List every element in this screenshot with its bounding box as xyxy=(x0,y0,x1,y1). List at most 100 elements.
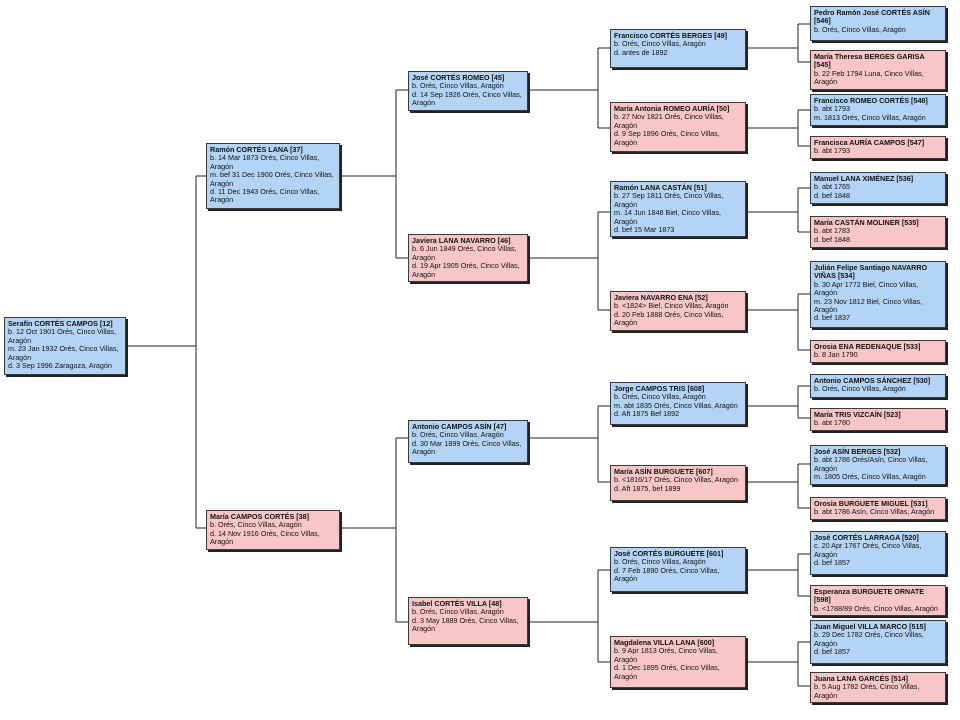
person-detail-line: d. 3 Sep 1996 Zaragoza, Aragón xyxy=(8,361,112,371)
person-detail-line: d. 11 Dec 1943 Orés, Cinco Villas, Aragó… xyxy=(210,187,320,205)
person-detail-line: d. bef 1848 xyxy=(814,190,850,200)
person-box[interactable]: Antonio CAMPOS ASÍN [47]b. Orés, Cinco V… xyxy=(408,420,528,463)
person-detail-line: b. abt 1786 Asín, Cinco Villas, Aragón xyxy=(814,507,935,517)
person-box[interactable]: Ramón LANA CASTÁN [51]b. 27 Sep 1811 Oré… xyxy=(610,181,746,238)
person-name: Orosia BURGUETE MIGUEL [531] xyxy=(814,499,928,508)
person-box[interactable]: Orosia BURGUETE MIGUEL [531]b. abt 1786 … xyxy=(810,497,946,520)
person-name: Julián Felipe Santiago NAVARRO VIÑAS [53… xyxy=(814,263,928,281)
person-name: Francisca AURÍA CAMPOS [547] xyxy=(814,138,925,147)
person-detail-line: d. 3 May 1889 Orés, Cinco Villas, Aragón xyxy=(412,615,519,634)
person-detail-line: b. 27 Sep 1811 Orés, Cinco Villas, Aragó… xyxy=(614,191,724,209)
person-detail-line: d. bef 1837 xyxy=(814,313,850,323)
person-box[interactable]: Francisca AURÍA CAMPOS [547]b. abt 1793 xyxy=(810,136,946,159)
person-detail-line: m. 23 Nov 1812 Biel, Cinco Villas, Aragó… xyxy=(814,296,923,315)
person-detail-line: b. 5 Aug 1782 Orés, Cinco Villas, Aragón xyxy=(814,682,920,700)
person-name: Ramón LANA CASTÁN [51] xyxy=(614,183,707,192)
person-name: José CORTÉS ROMEO [45] xyxy=(412,73,505,82)
person-detail-line: d. Aft 1875, bef 1899 xyxy=(614,483,681,493)
person-name: Ramón CORTÉS LANA [37] xyxy=(210,145,303,154)
person-name: María ASÍN BURGUETE [607] xyxy=(614,467,713,476)
person-detail-line: b. 9 Apr 1813 Orés, Cinco Villas, Aragón xyxy=(614,646,718,664)
person-detail-line: d. antes de 1892 xyxy=(614,47,668,57)
person-box[interactable]: Serafín CORTÉS CAMPOS [12]b. 12 Oct 1901… xyxy=(4,317,126,375)
person-name: Esperanza BURGUETE ORNATE [598] xyxy=(814,587,925,605)
person-box[interactable]: José CORTÉS ROMEO [45]b. Orés, Cinco Vil… xyxy=(408,71,528,111)
person-detail-line: b. Orés, Cinco Villas, Aragón xyxy=(614,39,706,49)
person-box[interactable]: María TRIS VIZCAÍN [523]b. abt 1780 xyxy=(810,408,946,431)
person-name: José CORTÉS BURGUETE [601] xyxy=(614,549,724,558)
person-box[interactable]: Isabel CORTÉS VILLA [48]b. Orés, Cinco V… xyxy=(408,597,528,645)
person-detail-line: b. Orés, Cinco Villas, Aragón xyxy=(210,520,302,530)
person-box[interactable]: José CORTÉS LARRAGA [520]c. 20 Apr 1767 … xyxy=(810,531,946,575)
person-detail-line: d. 14 Nov 1916 Orés, Cinco Villas, Aragó… xyxy=(210,528,320,547)
person-detail-line: b. 6 Jun 1849 Orés, Cinco Villas, Aragón xyxy=(412,244,517,262)
person-box[interactable]: Juan Miguel VILLA MARCO [515]b. 29 Dec 1… xyxy=(810,620,946,664)
person-name: Jorge CAMPOS TRIS [608] xyxy=(614,384,705,393)
person-detail-line: b. Orés, Cinco Villas, Aragón xyxy=(814,24,906,34)
person-box[interactable]: Francisco CORTÉS BERGES [49]b. Orés, Cin… xyxy=(610,29,746,68)
person-detail-line: b. abt 1783 xyxy=(814,226,850,236)
person-detail-line: b. 22 Feb 1794 Luna, Cinco Villas, Aragó… xyxy=(814,68,924,87)
person-name: Serafín CORTÉS CAMPOS [12] xyxy=(8,319,113,328)
person-box[interactable]: Javiera NAVARRO ENA [52]b. <1824> Biel, … xyxy=(610,291,746,331)
person-box[interactable]: María CAMPOS CORTÉS [38]b. Orés, Cinco V… xyxy=(206,510,340,550)
person-name: Manuel LANA XIMÉNEZ [536] xyxy=(814,174,914,183)
person-name: Antonio CAMPOS ASÍN [47] xyxy=(412,422,507,431)
person-detail-line: c. 20 Apr 1767 Orés, Cinco Villas, Aragó… xyxy=(814,541,922,559)
person-detail-line: b. 14 Mar 1873 Orés, Cinco Villas, Aragó… xyxy=(210,153,320,171)
person-name: María Theresa BERGES GARISA [545] xyxy=(814,52,925,70)
person-detail-line: d. Aft 1875 Bef 1892 xyxy=(614,409,680,419)
person-detail-line: b. <1824> Biel, Cinco Villas, Aragón xyxy=(614,301,729,311)
person-detail-line: d. 20 Feb 1888 Orés, Cinco Villas, Aragó… xyxy=(614,309,724,328)
person-detail-line: m. 1805 Orés, Cinco Villas, Aragón xyxy=(814,472,926,482)
person-box[interactable]: Julián Felipe Santiago NAVARRO VIÑAS [53… xyxy=(810,261,946,328)
person-detail-line: b. 29 Dec 1782 Orés, Cinco Villas, Aragó… xyxy=(814,630,924,648)
person-box[interactable]: José CORTÉS BURGUETE [601]b. Orés, Cinco… xyxy=(610,547,746,592)
person-detail-line: b. Orés, Cinco Villas, Aragón xyxy=(412,81,504,91)
person-name: Francisco CORTÉS BERGES [49] xyxy=(614,31,728,40)
person-box[interactable]: Ramón CORTÉS LANA [37]b. 14 Mar 1873 Oré… xyxy=(206,143,340,209)
person-box[interactable]: Pedro Ramón José CORTÉS ASÍN [546]b. Oré… xyxy=(810,6,946,41)
person-box[interactable]: Juana LANA GARCÉS [514]b. 5 Aug 1782 Oré… xyxy=(810,672,946,704)
person-name: José CORTÉS LARRAGA [520] xyxy=(814,533,919,542)
person-detail-line: d. 19 Apr 1905 Orés, Cinco Villas, Aragó… xyxy=(412,261,520,279)
person-detail-line: b. Orés, Cinco Villas, Aragón xyxy=(412,430,504,440)
person-name: Juan Miguel VILLA MARCO [515] xyxy=(814,622,926,631)
person-box[interactable]: Antonio CAMPOS SÁNCHEZ [530]b. Orés, Cin… xyxy=(810,374,946,398)
person-name: Juana LANA GARCÉS [514] xyxy=(814,674,908,683)
person-detail-line: d. 1 Dec 1895 Orés, Cinco Villas, Aragón xyxy=(614,663,720,681)
person-name: Isabel CORTÉS VILLA [48] xyxy=(412,599,502,608)
person-box[interactable]: José ASÍN BERGES [532]b. abt 1786 Orés/A… xyxy=(810,445,946,485)
person-detail-line: m. 23 Jan 1932 Orés, Cinco Villas, Aragó… xyxy=(8,344,119,362)
person-box[interactable]: María Theresa BERGES GARISA [545]b. 22 F… xyxy=(810,50,946,90)
person-detail-line: b. 8 Jan 1790 xyxy=(814,350,858,360)
person-box[interactable]: María Antonia ROMEO AURÍA [50]b. 27 Nov … xyxy=(610,102,746,152)
person-detail-line: b. abt 1765 xyxy=(814,182,850,192)
person-detail-line: m. 1813 Orés, Cinco Villas, Aragón xyxy=(814,112,926,122)
person-box[interactable]: Esperanza BURGUETE ORNATE [598]b. <1788/… xyxy=(810,585,946,617)
person-detail-line: d. 7 Feb 1890 Orés, Cinco Villas, Aragón xyxy=(614,565,720,584)
person-name: María Antonia ROMEO AURÍA [50] xyxy=(614,104,730,113)
person-name: Magdalena VILLA LANA [600] xyxy=(614,638,715,647)
person-detail-line: d. 9 Sep 1896 Orés, Cinco Villas, Aragón xyxy=(614,129,720,147)
person-detail-line: b. Orés, Cinco Villas, Aragón xyxy=(614,392,706,402)
person-box[interactable]: Javiera LANA NAVARRO [46]b. 6 Jun 1849 O… xyxy=(408,234,528,283)
person-detail-line: d. bef 1857 xyxy=(814,558,850,568)
person-detail-line: b. <1816/17 Orés, Cinco Villas, Aragón xyxy=(614,475,738,485)
person-detail-line: b. abt 1793 xyxy=(814,146,850,156)
person-detail-line: b. abt 1780 xyxy=(814,418,850,428)
person-box[interactable]: Orosia ENA REDENAQUE [533]b. 8 Jan 1790 xyxy=(810,340,946,363)
person-box[interactable]: María ASÍN BURGUETE [607]b. <1816/17 Oré… xyxy=(610,465,746,501)
person-detail-line: d. bef 1857 xyxy=(814,647,850,657)
person-box[interactable]: Magdalena VILLA LANA [600]b. 9 Apr 1813 … xyxy=(610,636,746,688)
person-detail-line: b. 30 Apr 1772 Biel, Cinco Villas, Aragó… xyxy=(814,279,919,298)
person-box[interactable]: Jorge CAMPOS TRIS [608]b. Orés, Cinco Vi… xyxy=(610,382,746,425)
person-name: Pedro Ramón José CORTÉS ASÍN [546] xyxy=(814,8,930,26)
person-detail-line: b. Orés, Cinco Villas, Aragón xyxy=(614,557,706,567)
person-name: María CAMPOS CORTÉS [38] xyxy=(210,512,310,521)
person-name: Francisco ROMEO CORTÉS [548] xyxy=(814,96,928,105)
